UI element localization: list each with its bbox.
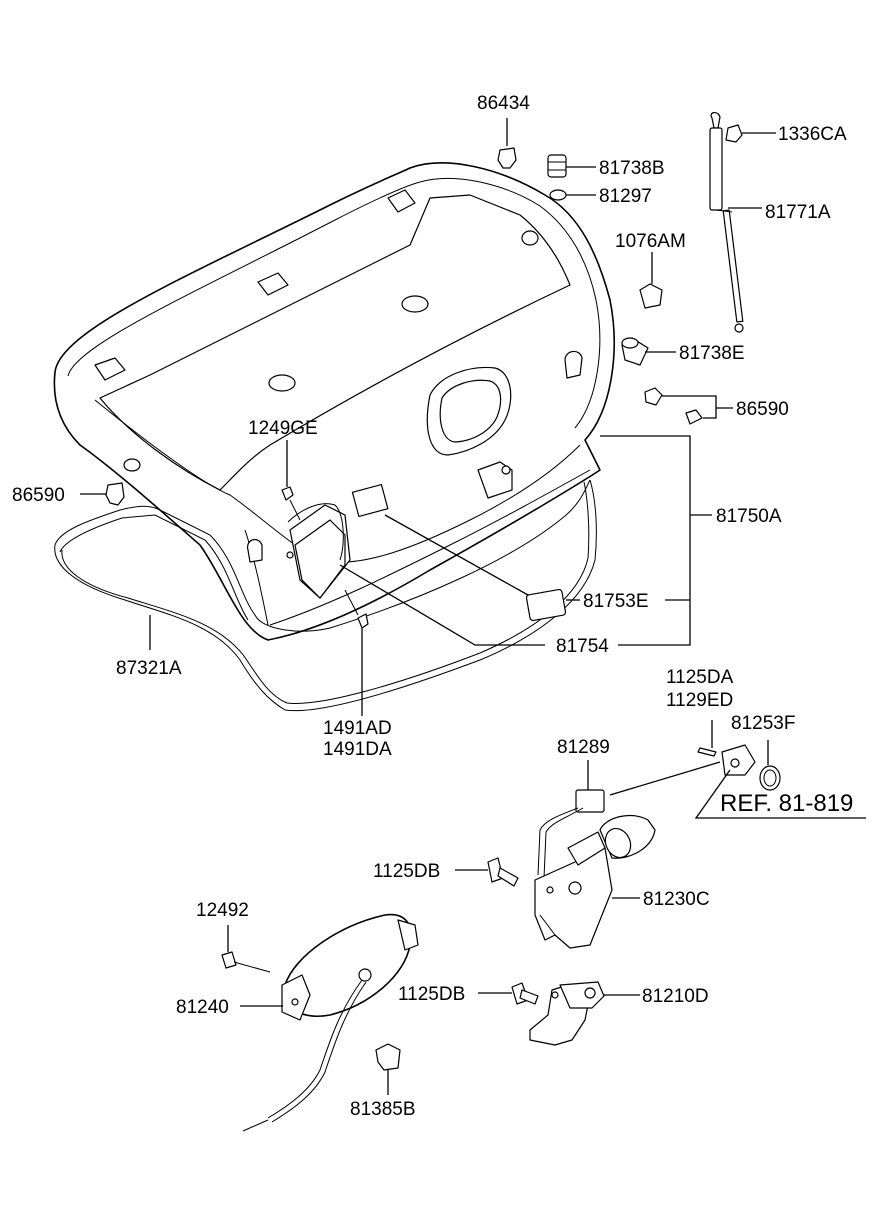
- label-1125DB-lower: 1125DB: [398, 984, 465, 1005]
- label-81297: 81297: [599, 186, 652, 207]
- bolt-12492: [221, 925, 271, 973]
- label-1336CA: 1336CA: [778, 124, 847, 145]
- label-81738B: 81738B: [599, 158, 665, 179]
- label-81385B: 81385B: [350, 1099, 416, 1120]
- label-81753E: 81753E: [583, 591, 649, 612]
- latch-81230C: [534, 815, 656, 949]
- grommet-1076AM: [639, 252, 663, 309]
- screw-1249GE: [281, 440, 301, 521]
- bolt-1125DB-lower: [478, 982, 539, 1005]
- label-81738E: 81738E: [679, 343, 745, 364]
- handle-housing: [286, 503, 351, 599]
- label-12492: 12492: [196, 900, 249, 921]
- grommet-81385B: [375, 1043, 401, 1095]
- label-81289: 81289: [557, 737, 610, 758]
- label-86590-left: 86590: [12, 485, 65, 506]
- clip-86434: [497, 118, 517, 169]
- handle-81240: [240, 913, 419, 1132]
- trunk-lid-panel: [53, 162, 615, 641]
- label-1129ED: 1129ED: [666, 690, 733, 711]
- label-ref-81-819: REF. 81-819: [720, 790, 853, 817]
- label-1125DA: 1125DA: [666, 667, 734, 688]
- label-1491DA: 1491DA: [323, 739, 392, 760]
- striker-81210D: [529, 981, 640, 1046]
- bumper-81738E: [621, 337, 676, 366]
- label-81253F: 81253F: [731, 713, 795, 734]
- nut-1336CA: [725, 124, 776, 143]
- key-cylinder: [697, 720, 781, 791]
- label-81750A: 81750A: [716, 506, 782, 527]
- label-81230C: 81230C: [643, 889, 710, 910]
- label-1491AD: 1491AD: [323, 718, 392, 739]
- label-81754: 81754: [556, 636, 609, 657]
- clip-86590-left: [80, 482, 125, 506]
- label-86434: 86434: [477, 93, 530, 114]
- label-86590-right: 86590: [736, 399, 789, 420]
- callout-81750A: [339, 435, 712, 646]
- label-81240: 81240: [176, 997, 229, 1018]
- bumper-81738B: [547, 154, 596, 178]
- label-1076AM: 1076AM: [615, 231, 686, 252]
- actuator-rod: [537, 760, 721, 879]
- screw-1491AD: [344, 589, 369, 716]
- weatherstrip: [54, 479, 597, 712]
- label-1249GE: 1249GE: [248, 418, 318, 439]
- bolt-1125DB-upper: [455, 857, 519, 887]
- clip-86590-right: [644, 387, 733, 425]
- washer-81297: [549, 189, 596, 201]
- gas-strut-81771A: [709, 112, 762, 333]
- part-labels: 86434 1336CA 81738B 81297 81771A 1076AM …: [12, 93, 853, 1120]
- label-87321A: 87321A: [116, 658, 182, 679]
- ref-leader: [694, 769, 866, 819]
- label-81210D: 81210D: [642, 986, 709, 1007]
- label-1125DB-upper: 1125DB: [373, 861, 440, 882]
- label-81771A: 81771A: [765, 202, 831, 223]
- cover-81753E: [525, 588, 567, 622]
